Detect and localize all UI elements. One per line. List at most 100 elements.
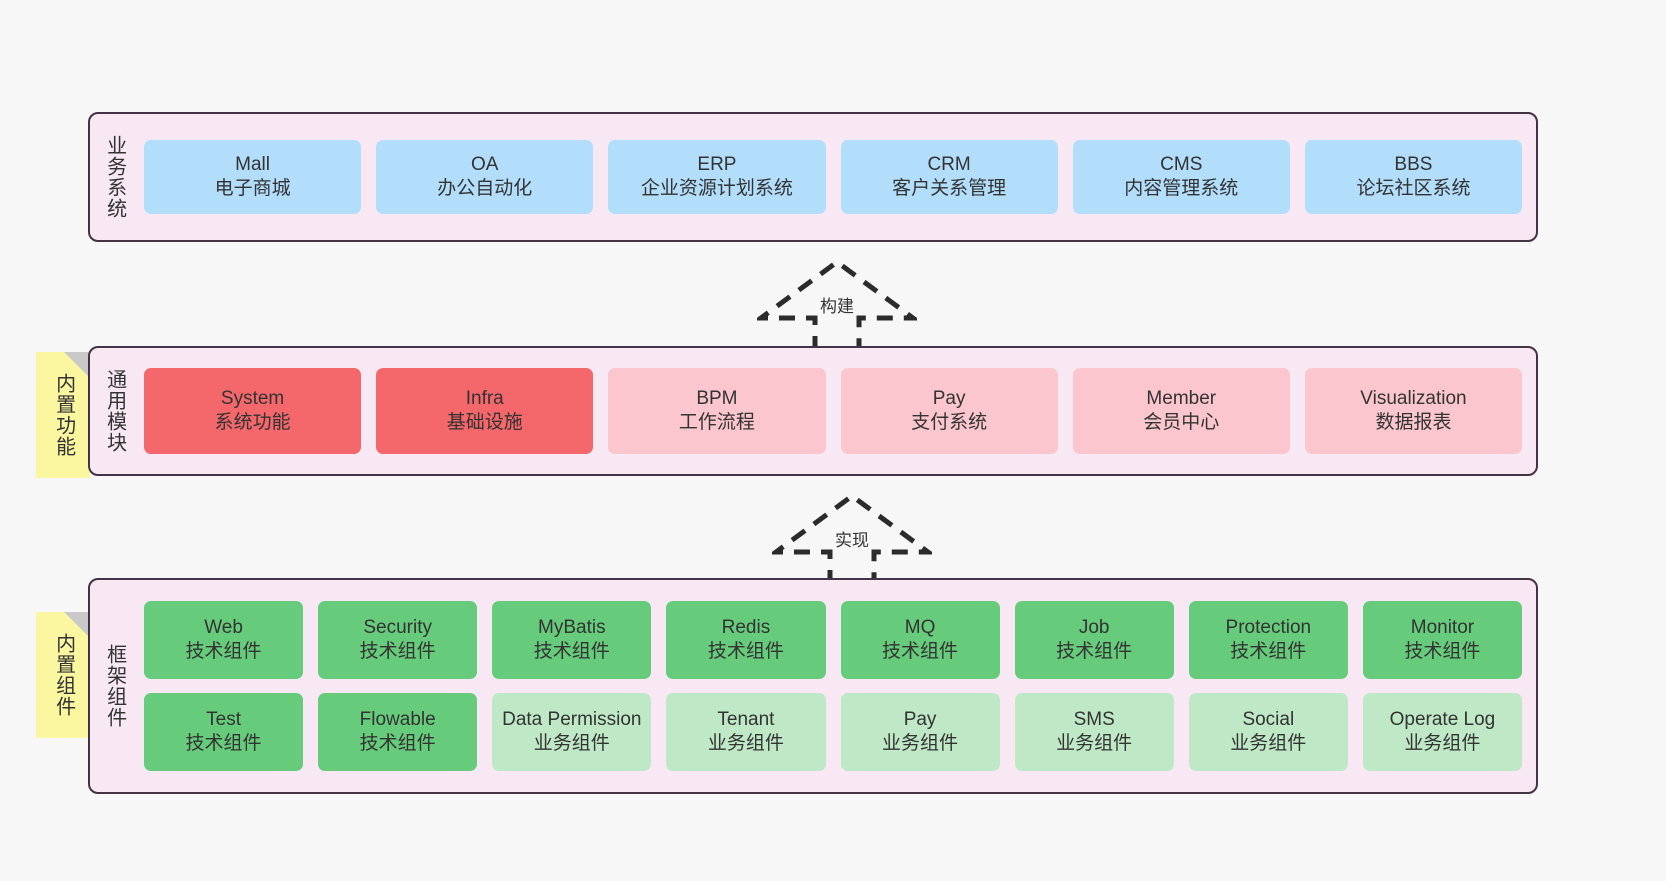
card-title: ERP xyxy=(697,153,737,175)
card-title: SMS xyxy=(1073,708,1115,730)
note-label: 内置组件 xyxy=(52,633,75,717)
card-subtitle: 技术组件 xyxy=(1056,641,1133,662)
card-subtitle: 技术组件 xyxy=(359,733,436,754)
card-title: Test xyxy=(206,708,241,730)
card-title: BBS xyxy=(1394,153,1433,175)
card-subtitle: 技术组件 xyxy=(707,641,784,662)
layer-label-common-modules: 通用模块 xyxy=(103,369,126,453)
card-system[interactable]: System 系统功能 xyxy=(144,368,362,454)
layer-label-framework-components: 框架组件 xyxy=(103,644,126,728)
card-subtitle: 技术组件 xyxy=(185,641,262,662)
card-row: System 系统功能 Infra 基础设施 BPM 工作流程 Pay 支付系统… xyxy=(144,368,1523,454)
card-pay[interactable]: Pay 支付系统 xyxy=(840,368,1058,454)
card-security[interactable]: Security 技术组件 xyxy=(318,601,478,679)
arrow-implement: 实现 xyxy=(772,490,932,586)
card-title: Web xyxy=(204,616,243,638)
layer-common-modules: 通用模块 System 系统功能 Infra 基础设施 BPM 工作流程 Pay… xyxy=(88,346,1538,476)
card-title: Protection xyxy=(1225,616,1312,638)
card-monitor[interactable]: Monitor 技术组件 xyxy=(1362,601,1522,679)
card-subtitle: 企业资源计划系统 xyxy=(640,178,793,199)
card-subtitle: 基础设施 xyxy=(446,412,523,433)
card-title: Security xyxy=(363,616,432,638)
card-infra[interactable]: Infra 基础设施 xyxy=(376,368,594,454)
card-subtitle: 电子商城 xyxy=(214,178,291,199)
card-title: Infra xyxy=(465,387,504,409)
arrow-build-label: 构建 xyxy=(820,297,854,316)
layer-label-business-system: 业务系统 xyxy=(103,135,126,219)
card-protection[interactable]: Protection 技术组件 xyxy=(1188,601,1348,679)
card-subtitle: 论坛社区系统 xyxy=(1356,178,1471,199)
card-subtitle: 技术组件 xyxy=(1230,641,1307,662)
card-title: Flowable xyxy=(359,708,436,730)
card-subtitle: 会员中心 xyxy=(1143,412,1220,433)
card-subtitle: 内容管理系统 xyxy=(1124,178,1239,199)
card-mall[interactable]: Mall 电子商城 xyxy=(144,140,362,214)
card-bbs[interactable]: BBS 论坛社区系统 xyxy=(1304,140,1523,214)
card-title: Tenant xyxy=(717,708,775,730)
card-subtitle: 业务组件 xyxy=(1230,733,1307,754)
note-label: 内置功能 xyxy=(52,373,75,457)
card-title: CRM xyxy=(927,153,971,175)
card-title: Mall xyxy=(235,153,270,175)
layer-body-framework-components: Web 技术组件 Security 技术组件 MyBatis 技术组件 Redi… xyxy=(138,580,1536,792)
card-title: Social xyxy=(1242,708,1295,730)
card-title: BPM xyxy=(696,387,738,409)
card-pay-business[interactable]: Pay 业务组件 xyxy=(840,693,1000,771)
card-title: Visualization xyxy=(1360,387,1467,409)
layer-body-business-system: Mall 电子商城 OA 办公自动化 ERP 企业资源计划系统 CRM 客户关系… xyxy=(138,114,1536,240)
card-erp[interactable]: ERP 企业资源计划系统 xyxy=(608,140,826,214)
arrow-build: 构建 xyxy=(757,256,917,352)
dashed-up-arrow-icon xyxy=(757,258,917,352)
card-subtitle: 技术组件 xyxy=(533,641,610,662)
card-visualization[interactable]: Visualization 数据报表 xyxy=(1304,368,1523,454)
card-test[interactable]: Test 技术组件 xyxy=(144,693,304,771)
note-builtin-function: 内置功能 xyxy=(36,352,90,478)
card-crm[interactable]: CRM 客户关系管理 xyxy=(840,140,1058,214)
card-subtitle: 系统功能 xyxy=(214,412,291,433)
card-sms[interactable]: SMS 业务组件 xyxy=(1014,693,1174,771)
card-subtitle: 业务组件 xyxy=(1056,733,1133,754)
card-redis[interactable]: Redis 技术组件 xyxy=(666,601,826,679)
card-subtitle: 技术组件 xyxy=(1404,641,1481,662)
card-row: Mall 电子商城 OA 办公自动化 ERP 企业资源计划系统 CRM 客户关系… xyxy=(144,140,1523,214)
card-title: System xyxy=(220,387,285,409)
card-subtitle: 业务组件 xyxy=(1404,733,1481,754)
card-oa[interactable]: OA 办公自动化 xyxy=(376,140,594,214)
card-flowable[interactable]: Flowable 技术组件 xyxy=(318,693,478,771)
card-mybatis[interactable]: MyBatis 技术组件 xyxy=(492,601,652,679)
card-social[interactable]: Social 业务组件 xyxy=(1188,693,1348,771)
card-subtitle: 技术组件 xyxy=(882,641,959,662)
card-title: Redis xyxy=(721,616,771,638)
card-row: Test 技术组件 Flowable 技术组件 Data Permission … xyxy=(144,693,1522,771)
card-subtitle: 数据报表 xyxy=(1375,412,1452,433)
card-job[interactable]: Job 技术组件 xyxy=(1014,601,1174,679)
dashed-up-arrow-icon xyxy=(772,492,932,586)
card-subtitle: 业务组件 xyxy=(882,733,959,754)
card-mq[interactable]: MQ 技术组件 xyxy=(840,601,1000,679)
card-row: Web 技术组件 Security 技术组件 MyBatis 技术组件 Redi… xyxy=(144,601,1522,679)
layer-framework-components: 框架组件 Web 技术组件 Security 技术组件 MyBatis 技术组件… xyxy=(88,578,1538,794)
card-bpm[interactable]: BPM 工作流程 xyxy=(608,368,826,454)
card-data-permission[interactable]: Data Permission 业务组件 xyxy=(492,693,652,771)
card-subtitle: 办公自动化 xyxy=(437,178,533,199)
layer-body-common-modules: System 系统功能 Infra 基础设施 BPM 工作流程 Pay 支付系统… xyxy=(138,348,1536,474)
card-web[interactable]: Web 技术组件 xyxy=(144,601,304,679)
card-subtitle: 业务组件 xyxy=(533,733,610,754)
card-subtitle: 技术组件 xyxy=(185,733,262,754)
card-title: Pay xyxy=(932,387,966,409)
card-title: Pay xyxy=(903,708,937,730)
card-tenant[interactable]: Tenant 业务组件 xyxy=(666,693,826,771)
card-title: MQ xyxy=(904,616,936,638)
card-title: Member xyxy=(1146,387,1217,409)
card-member[interactable]: Member 会员中心 xyxy=(1072,368,1290,454)
card-title: Operate Log xyxy=(1389,708,1496,730)
card-subtitle: 业务组件 xyxy=(707,733,784,754)
card-title: Monitor xyxy=(1410,616,1475,638)
card-title: MyBatis xyxy=(538,616,606,638)
card-operate-log[interactable]: Operate Log 业务组件 xyxy=(1362,693,1522,771)
card-subtitle: 技术组件 xyxy=(359,641,436,662)
card-cms[interactable]: CMS 内容管理系统 xyxy=(1072,140,1290,214)
card-title: Job xyxy=(1078,616,1110,638)
card-subtitle: 工作流程 xyxy=(678,412,755,433)
